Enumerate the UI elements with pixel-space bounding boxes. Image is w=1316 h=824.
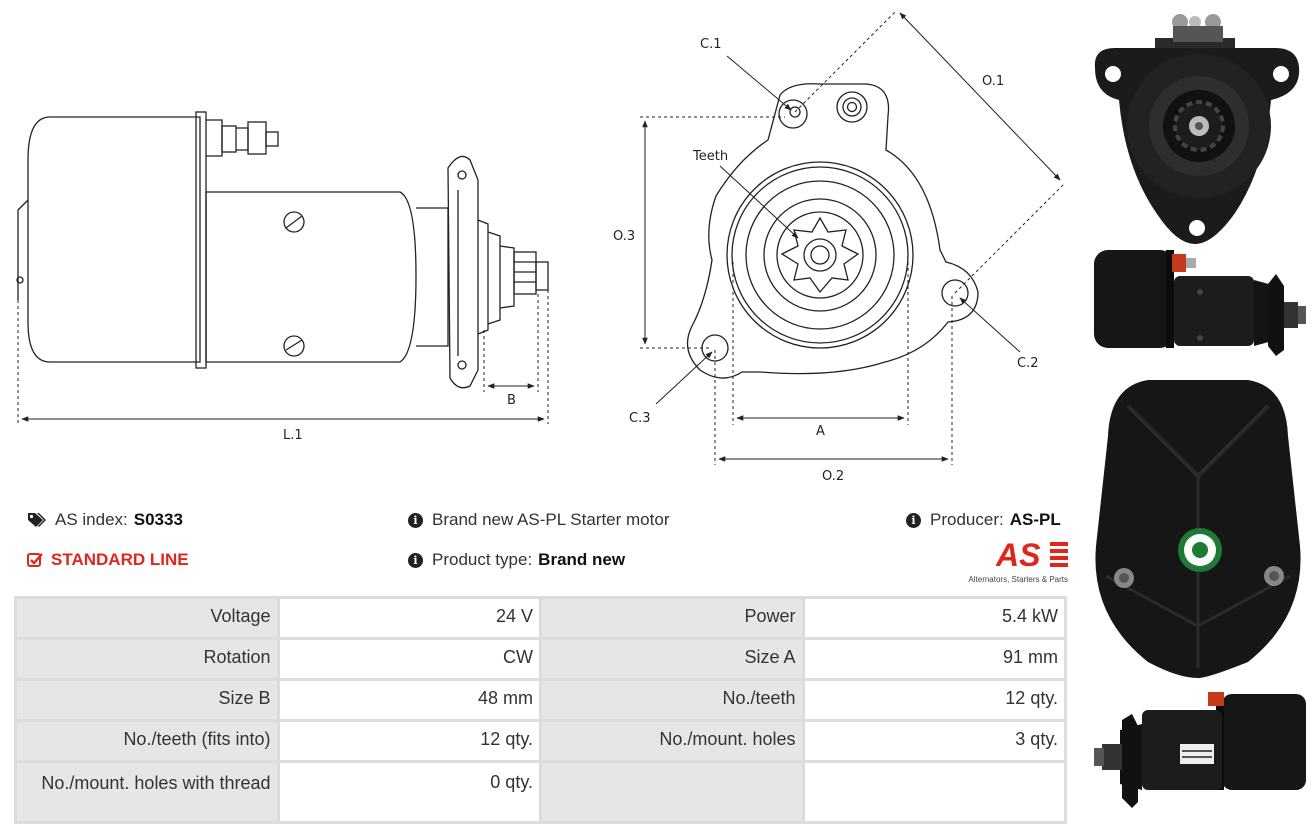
- side-dimension-lines: [17, 290, 549, 424]
- spec-value: 12 qty.: [279, 722, 539, 760]
- info-icon: i: [408, 552, 423, 568]
- table-row: Rotation CW Size A 91 mm: [17, 640, 1064, 678]
- label-teeth: Teeth: [692, 149, 728, 164]
- as-index: AS index: S0333: [27, 510, 183, 530]
- spec-label: No./teeth: [542, 681, 802, 719]
- producer-row: i Producer: AS-PL: [906, 510, 1061, 530]
- spec-value: 0 qty.: [279, 763, 539, 821]
- as-pl-logo: AS Alternators, Starters & Parts: [962, 537, 1068, 584]
- table-row: Size B 48 mm No./teeth 12 qty.: [17, 681, 1064, 719]
- spec-label: No./mount. holes with thread: [17, 763, 277, 821]
- info-icon: i: [408, 512, 423, 528]
- description-row: i Brand new AS-PL Starter motor: [408, 510, 669, 530]
- product-photo-side[interactable]: [1090, 246, 1310, 358]
- front-dimension-lines: [640, 9, 1065, 465]
- spec-value: 3 qty.: [804, 722, 1064, 760]
- spec-table: Voltage 24 V Power 5.4 kW Rotation CW Si…: [14, 596, 1067, 824]
- label-o1: O.1: [982, 74, 1004, 89]
- table-row: Voltage 24 V Power 5.4 kW: [17, 599, 1064, 637]
- product-type-label: Product type:: [432, 550, 533, 569]
- label-a: A: [816, 424, 825, 439]
- spec-value: 91 mm: [804, 640, 1064, 678]
- spec-value: 48 mm: [279, 681, 539, 719]
- spec-value: 24 V: [279, 599, 539, 637]
- spec-label: No./mount. holes: [542, 722, 802, 760]
- spec-value: 5.4 kW: [804, 599, 1064, 637]
- as-index-label: AS index:: [55, 510, 128, 529]
- technical-drawings: L.1 B A O.2 O.3 O.1 C.1 C: [16, 9, 1065, 484]
- spec-label: Size A: [542, 640, 802, 678]
- product-photo-rear[interactable]: [1088, 376, 1308, 678]
- label-c1: C.1: [700, 37, 721, 52]
- standard-line-text: STANDARD LINE: [51, 550, 189, 569]
- spec-label: Power: [542, 599, 802, 637]
- checkbox-icon: [27, 553, 43, 567]
- as-logo-mark: AS: [995, 537, 1068, 573]
- logo-subtitle: Alternators, Starters & Parts: [968, 575, 1068, 584]
- label-c3: C.3: [629, 411, 650, 426]
- tags-icon: [28, 513, 46, 527]
- producer-value: AS-PL: [1009, 510, 1061, 529]
- as-index-value: S0333: [133, 510, 183, 529]
- spec-label: Voltage: [17, 599, 277, 637]
- spec-label: Rotation: [17, 640, 277, 678]
- spec-value: CW: [279, 640, 539, 678]
- product-type-row: i Product type: Brand new: [408, 550, 625, 570]
- product-photo-front[interactable]: [1085, 8, 1311, 244]
- info-icon: i: [906, 512, 921, 528]
- label-c2: C.2: [1017, 356, 1038, 371]
- spec-value: [804, 763, 1064, 821]
- product-type-value: Brand new: [538, 550, 626, 569]
- table-row: No./mount. holes with thread 0 qty.: [17, 763, 1064, 821]
- spec-value: 12 qty.: [804, 681, 1064, 719]
- spec-label: No./teeth (fits into): [17, 722, 277, 760]
- spec-label: Size B: [17, 681, 277, 719]
- standard-line-badge: STANDARD LINE: [27, 550, 189, 570]
- description-text: Brand new AS-PL Starter motor: [432, 510, 670, 529]
- table-row: No./teeth (fits into) 12 qty. No./mount.…: [17, 722, 1064, 760]
- label-o3: O.3: [613, 229, 635, 244]
- label-b: B: [507, 393, 516, 408]
- logo-text: AS: [996, 538, 1041, 570]
- label-l1: L.1: [283, 428, 303, 443]
- label-o2: O.2: [822, 469, 844, 484]
- side-view-drawing: [16, 111, 549, 389]
- producer-label: Producer:: [930, 510, 1004, 529]
- spec-label: [542, 763, 802, 821]
- front-view-drawing: [686, 83, 979, 379]
- product-photo-angle[interactable]: [1092, 690, 1312, 816]
